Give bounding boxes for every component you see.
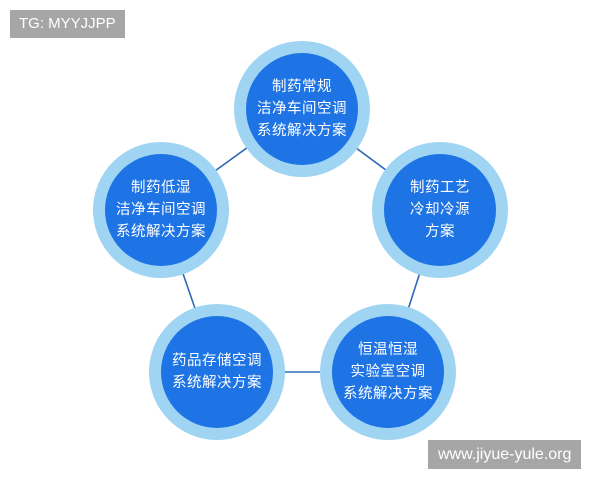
node-constant-temp-humidity-lab: 恒温恒湿 实验室空调 系统解决方案 [320,304,456,440]
node-text: 洁净车间空调 [257,101,347,117]
node-text: 药品存储空调 [172,353,262,369]
node-text: 方案 [425,224,455,240]
node-process-cooling: 制药工艺 冷却冷源 方案 [372,142,508,278]
watermark-top-left: TG: MYYJJPP [10,10,125,38]
node-text: 冷却冷源 [410,202,470,218]
node-low-humidity-clean-room: 制药低湿 洁净车间空调 系统解决方案 [93,142,229,278]
node-text: 系统解决方案 [343,386,433,402]
node-text: 系统解决方案 [116,224,206,240]
node-text: 系统解决方案 [172,375,262,391]
node-text: 制药常规 [272,79,332,95]
watermark-bottom-right: www.jiyue-yule.org [428,440,582,469]
node-text: 恒温恒湿 [358,342,418,358]
node-text: 实验室空调 [350,364,426,380]
node-text: 制药工艺 [410,180,470,196]
node-text: 制药低湿 [131,180,191,196]
node-text: 系统解决方案 [257,123,347,139]
node-text: 洁净车间空调 [116,202,206,218]
node-pharma-clean-room-hvac: 制药常规 洁净车间空调 系统解决方案 [234,41,370,177]
node-drug-storage-hvac: 药品存储空调 系统解决方案 [149,304,285,440]
